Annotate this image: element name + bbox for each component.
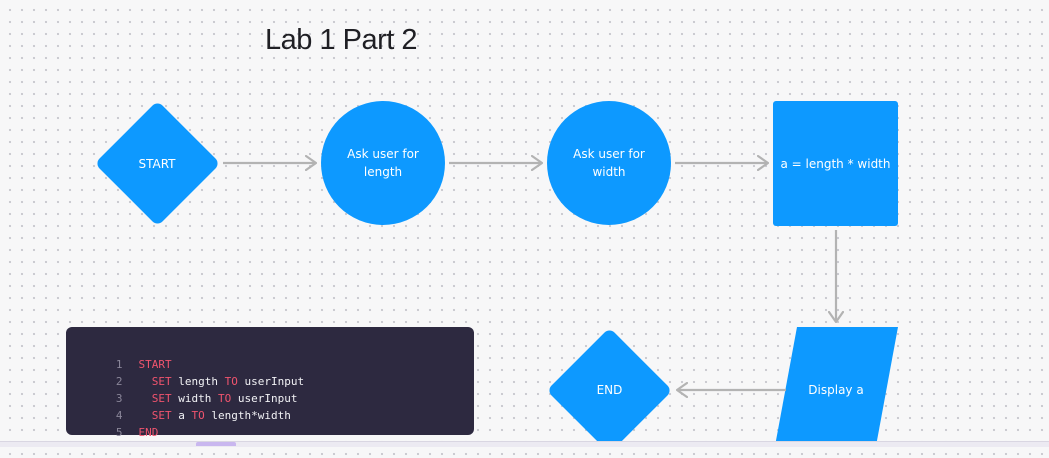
- display-node-label: Display a: [808, 383, 864, 397]
- code-text: userInput: [231, 392, 298, 405]
- line-number: 2: [115, 375, 123, 388]
- flowchart-canvas: [95, 101, 898, 446]
- code-line: 2 SET length TO userInput: [66, 356, 304, 388]
- ask-length-node-label: Ask user for length: [347, 147, 419, 179]
- pseudocode-block[interactable]: 1 START 2 SET length TO userInput 3 SET w…: [66, 327, 474, 439]
- code-text: length: [171, 375, 225, 388]
- line-number: 1: [115, 358, 123, 371]
- code-keyword: TO: [217, 392, 232, 405]
- end-node[interactable]: [547, 328, 673, 446]
- start-node[interactable]: [95, 101, 221, 227]
- code-line: 4 SET a TO length*width: [66, 390, 291, 422]
- code-keyword: SET: [151, 375, 172, 388]
- code-keyword: END: [138, 426, 159, 439]
- line-number: 5: [115, 426, 123, 439]
- code-keyword: START: [138, 358, 172, 371]
- display-node[interactable]: [775, 327, 898, 446]
- compute-node-label: a = length * width: [780, 157, 891, 171]
- code-text: width: [171, 392, 218, 405]
- code-keyword: TO: [191, 409, 205, 422]
- code-line: 1 START: [66, 339, 172, 371]
- code-line: 5 END: [66, 407, 159, 439]
- code-line: 3 SET width TO userInput: [66, 373, 298, 405]
- ask-width-node[interactable]: [547, 101, 671, 225]
- code-text: a: [171, 409, 192, 422]
- code-keyword: SET: [151, 392, 172, 405]
- start-node-label: START: [138, 157, 176, 171]
- compute-node[interactable]: [773, 101, 898, 226]
- code-text: userInput: [237, 375, 305, 388]
- code-keyword: SET: [151, 409, 172, 422]
- bottom-toolbar: [0, 441, 1049, 447]
- line-number: 3: [115, 392, 123, 405]
- code-keyword: TO: [224, 375, 238, 388]
- board-title: Lab 1 Part 2: [265, 24, 418, 56]
- code-text: length*width: [204, 409, 291, 422]
- ask-length-node[interactable]: [321, 101, 445, 225]
- bottom-toolbar-tab[interactable]: [196, 442, 236, 446]
- end-node-label: END: [596, 383, 623, 397]
- line-number: 4: [115, 409, 123, 422]
- ask-width-node-label: Ask user for width: [573, 147, 645, 179]
